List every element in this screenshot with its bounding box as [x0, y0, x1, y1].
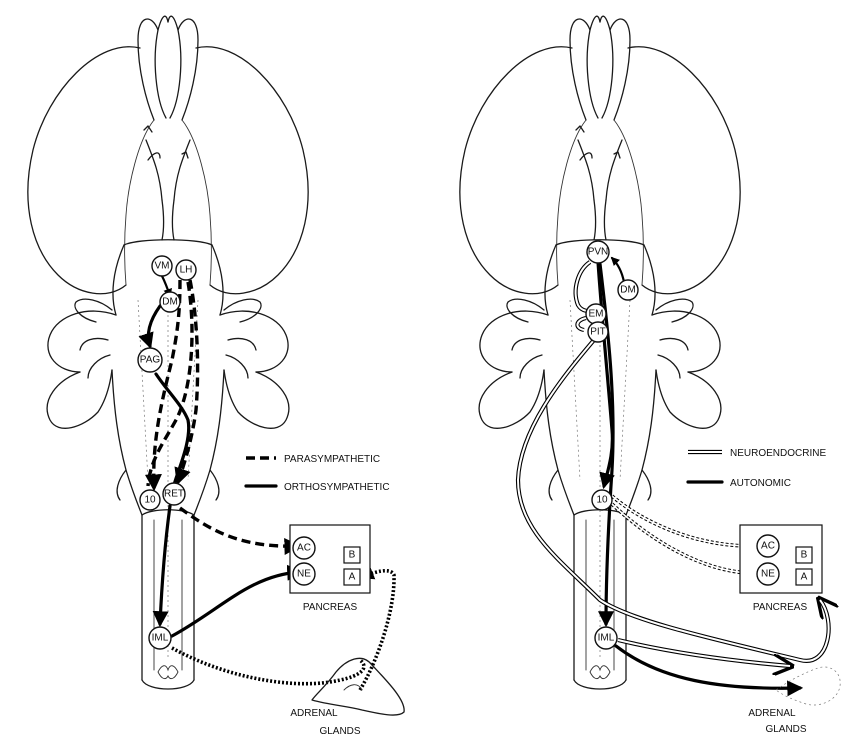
- right-adrenal-gland-shape: [776, 667, 840, 705]
- left-node-ac-label: AC: [297, 543, 311, 554]
- right-node-pvn: PVN: [587, 241, 609, 263]
- left-node-10: 10: [140, 490, 160, 510]
- left-pancreas-label: PANCREAS: [303, 602, 358, 613]
- right-node-pit-label: PIT: [590, 327, 606, 338]
- left-path-iml-ne: [172, 572, 300, 636]
- left-node-lh: LH: [176, 260, 196, 280]
- left-node-vm: VM: [152, 256, 172, 276]
- right-a-label: A: [801, 572, 808, 583]
- left-node-ne: NE: [293, 563, 315, 585]
- right-legend-double-label: NEUROENDOCRINE: [730, 448, 826, 459]
- right-brain-outline: [460, 16, 740, 689]
- left-adrenal-gland-shape: [312, 658, 404, 715]
- right-node-em: EM: [586, 304, 606, 324]
- left-brain-outline: [28, 16, 308, 689]
- right-path-ten-ne: [612, 504, 748, 573]
- right-b-label: B: [801, 550, 808, 561]
- right-a-box: A: [796, 569, 812, 585]
- right-pancreas-label: PANCREAS: [753, 602, 808, 613]
- left-a-label: A: [349, 572, 356, 583]
- left-path-ret-ac: [180, 508, 298, 546]
- right-adrenal-label-line1: ADRENAL: [748, 708, 796, 719]
- left-node-ret: RET: [163, 483, 185, 505]
- right-legend: NEUROENDOCRINE AUTONOMIC: [688, 448, 826, 489]
- left-panel: B A PANCREAS ADRENAL GLANDS VM LH DM PAG: [28, 16, 404, 737]
- right-node-ne-label: NE: [761, 569, 775, 580]
- left-legend: PARASYMPATHETIC ORTHOSYMPATHETIC: [246, 454, 390, 493]
- right-path-em-pit: [577, 318, 586, 330]
- right-path-dm-pvn: [612, 258, 624, 282]
- right-node-em-label: EM: [589, 309, 604, 320]
- left-adrenal-label-line2: GLANDS: [319, 726, 360, 737]
- right-adrenal-label-line2: GLANDS: [765, 724, 806, 735]
- left-node-iml-label: IML: [152, 633, 169, 644]
- left-path-iml-adrenal: [172, 648, 364, 684]
- left-node-pag-label: PAG: [140, 355, 161, 366]
- left-legend-solid-label: ORTHOSYMPATHETIC: [284, 482, 390, 493]
- left-path-ret-iml: [160, 506, 170, 624]
- left-adrenal-label-line1: ADRENAL: [290, 708, 338, 719]
- right-node-ac: AC: [757, 535, 779, 557]
- right-node-10: 10: [592, 490, 612, 510]
- right-node-dm: DM: [618, 280, 638, 300]
- left-node-dm-label: DM: [162, 297, 178, 308]
- left-node-pag: PAG: [138, 348, 162, 372]
- right-node-ne: NE: [757, 563, 779, 585]
- right-node-dm-label: DM: [620, 285, 636, 296]
- left-path-dm-pag: [148, 306, 160, 346]
- left-node-ne-label: NE: [297, 569, 311, 580]
- right-node-iml-label: IML: [598, 633, 615, 644]
- left-b-box: B: [344, 547, 360, 563]
- left-node-iml: IML: [149, 627, 171, 649]
- right-b-box: B: [796, 547, 812, 563]
- right-panel: B A PANCREAS ADRENAL GLANDS PVN DM EM PI…: [460, 16, 840, 735]
- left-legend-dashed-label: PARASYMPATHETIC: [284, 454, 380, 465]
- right-node-ac-label: AC: [761, 541, 775, 552]
- right-node-iml: IML: [595, 627, 617, 649]
- left-node-ac: AC: [293, 537, 315, 559]
- right-node-pvn-label: PVN: [588, 247, 609, 258]
- right-node-pit: PIT: [588, 322, 608, 342]
- left-node-vm-label: VM: [155, 261, 170, 272]
- left-a-box: A: [344, 569, 360, 585]
- left-node-lh-label: LH: [180, 265, 193, 276]
- right-node-10-label: 10: [596, 495, 608, 506]
- left-node-ret-label: RET: [164, 489, 184, 500]
- left-node-10-label: 10: [144, 495, 156, 506]
- left-b-label: B: [349, 550, 356, 561]
- right-legend-solid-label: AUTONOMIC: [730, 478, 791, 489]
- left-node-dm: DM: [160, 292, 180, 312]
